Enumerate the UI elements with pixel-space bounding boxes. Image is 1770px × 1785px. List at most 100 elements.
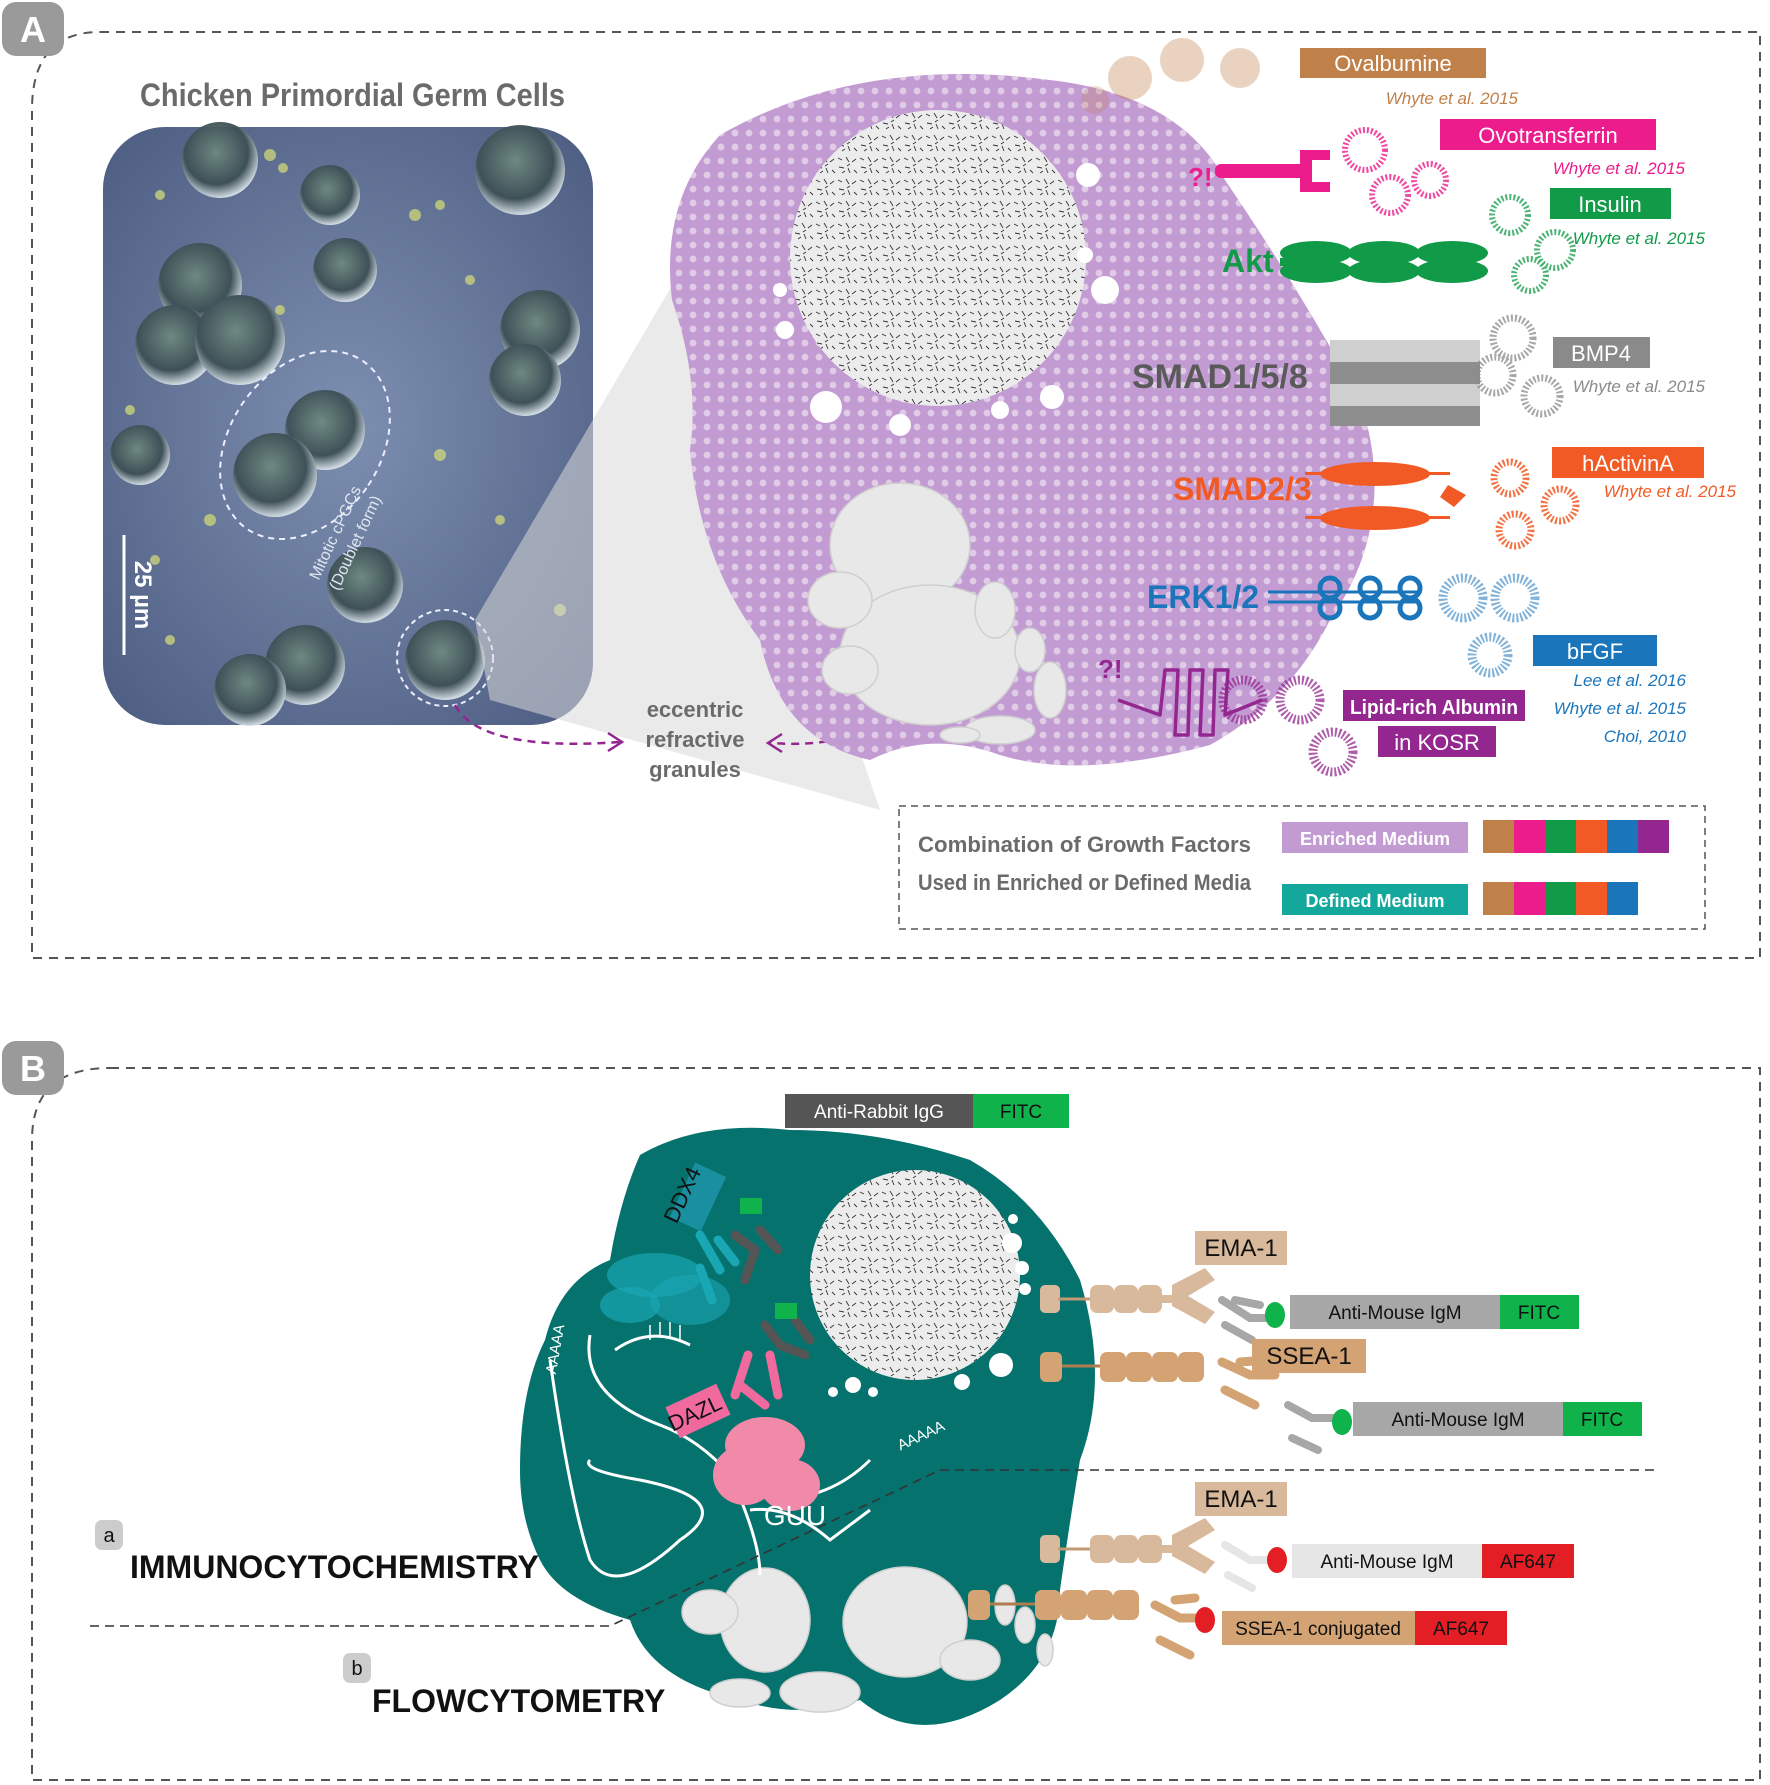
icc-row-2-antibody: Anti-Mouse IgM bbox=[1391, 1410, 1524, 1431]
insulin-ref: Whyte et al. 2015 bbox=[1573, 229, 1706, 248]
icc-row-1-antibody: Anti-Mouse IgM bbox=[1328, 1303, 1461, 1324]
legend-swatch bbox=[1483, 820, 1514, 853]
legend-swatch bbox=[1576, 882, 1607, 915]
bfgf-ref-2: Whyte et al. 2015 bbox=[1554, 699, 1687, 718]
panel-a: A Chicken Primordial Germ Cells bbox=[2, 2, 1761, 959]
insulin-receptor bbox=[1280, 241, 1488, 283]
panel-a-title: Chicken Primordial Germ Cells bbox=[140, 77, 565, 113]
ema1-receptor-flow bbox=[1040, 1518, 1287, 1592]
icc-row-1-antibody-box bbox=[1290, 1295, 1500, 1329]
bmp4-ref: Whyte et al. 2015 bbox=[1573, 377, 1706, 396]
bfgf-factor bbox=[1438, 573, 1540, 678]
ema1-top-label: EMA-1 bbox=[1204, 1235, 1277, 1262]
legend-swatch bbox=[1545, 820, 1576, 853]
ddx4-tag bbox=[669, 1162, 727, 1232]
ovalbumine-box bbox=[1300, 48, 1486, 78]
panel-b: B Anti-Rabbit IgG FITC bbox=[2, 1041, 1761, 1781]
granule-arrow-left bbox=[453, 704, 621, 745]
anti-rabbit-label: Anti-Rabbit IgG bbox=[814, 1102, 944, 1123]
ssea1-top-label: SSEA-1 bbox=[1266, 1343, 1351, 1370]
bfgf-label: bFGF bbox=[1567, 639, 1623, 664]
activin-factor bbox=[1490, 458, 1580, 550]
bfgf-ref-1: Lee et al. 2016 bbox=[1574, 671, 1687, 690]
media-legend: Combination of Growth Factors Used in En… bbox=[898, 805, 1706, 930]
legend-title-1: Combination of Growth Factors bbox=[918, 832, 1251, 857]
panel-b-label: B bbox=[20, 1048, 46, 1089]
ovotransferrin-box bbox=[1440, 119, 1656, 150]
legend-swatch bbox=[1483, 882, 1514, 915]
guu-label: GUU bbox=[764, 1500, 826, 1531]
enriched-medium-badge bbox=[1282, 822, 1468, 853]
flow-row-2-fluor-box bbox=[1415, 1611, 1507, 1645]
granules-label-1: eccentric bbox=[647, 697, 744, 722]
panel-a-label: A bbox=[20, 9, 46, 50]
lipid-label-1: Lipid-rich Albumin bbox=[1350, 697, 1518, 719]
bfgf-ref-3: Choi, 2010 bbox=[1604, 727, 1687, 746]
legend-swatch bbox=[1638, 820, 1669, 853]
anti-rabbit-fitc-label: FITC bbox=[1000, 1102, 1042, 1123]
flow-row-2-antibody: SSEA-1 conjugated bbox=[1235, 1619, 1401, 1640]
dazl-protein bbox=[713, 1417, 820, 1511]
lipid-label-2: in KOSR bbox=[1394, 730, 1480, 755]
icc-row-1-fluor: FITC bbox=[1518, 1303, 1560, 1324]
smad23-label: SMAD2/3 bbox=[1173, 471, 1312, 507]
icc-row-2-fluor-box bbox=[1563, 1402, 1642, 1436]
bfgf-box bbox=[1533, 635, 1657, 666]
method-divider bbox=[90, 1469, 1660, 1627]
lipid-box-2 bbox=[1378, 726, 1496, 757]
legend-swatch bbox=[1576, 820, 1607, 853]
ema1-top-box bbox=[1195, 1231, 1287, 1265]
anti-rabbit-fitc-box bbox=[973, 1094, 1069, 1128]
pgc-cell-b bbox=[520, 1127, 1095, 1725]
insulin-factor bbox=[1489, 194, 1576, 294]
ovalbumine-ref: Whyte et al. 2015 bbox=[1386, 89, 1519, 108]
flow-row-1-antibody-box bbox=[1292, 1544, 1482, 1578]
legend-swatch bbox=[1514, 882, 1545, 915]
panel-b-frame bbox=[31, 1067, 1761, 1781]
akt-label: Akt bbox=[1222, 243, 1274, 279]
ovotransferrin-factor bbox=[1342, 127, 1449, 216]
refractive-granules-b bbox=[681, 1566, 1054, 1713]
panel-a-badge bbox=[2, 2, 64, 56]
panel-b-badge bbox=[2, 1041, 64, 1095]
icc-row-2-antibody-box bbox=[1353, 1402, 1563, 1436]
bmp4-factor bbox=[1473, 314, 1564, 418]
hactivina-label: hActivinA bbox=[1582, 451, 1674, 476]
legend-swatch bbox=[1607, 882, 1638, 915]
unknown-receptor-2: ?! bbox=[1098, 654, 1123, 684]
granules-label-2: refractive bbox=[645, 727, 744, 752]
hactivina-ref: Whyte et al. 2015 bbox=[1604, 482, 1737, 501]
flow-row-1-fluor: AF647 bbox=[1500, 1552, 1556, 1573]
pgc-cell-a bbox=[670, 74, 1375, 766]
insulin-box bbox=[1550, 188, 1671, 219]
defined-medium-badge bbox=[1282, 884, 1468, 915]
legend-swatch bbox=[1514, 820, 1545, 853]
defined-swatches bbox=[1483, 882, 1638, 915]
ovalbumine-factor bbox=[1081, 38, 1260, 114]
ovalbumine-label: Ovalbumine bbox=[1334, 51, 1451, 76]
pgc-micrograph bbox=[103, 122, 593, 726]
ema1-bottom-box bbox=[1195, 1482, 1287, 1516]
panel-a-frame bbox=[31, 31, 1761, 959]
lipid-box-1 bbox=[1343, 690, 1525, 721]
ssea1-top-box bbox=[1252, 1339, 1366, 1373]
method-b-label: FLOWCYTOMETRY bbox=[372, 1683, 665, 1719]
ovotransferrin-receptor bbox=[1215, 150, 1330, 192]
unknown-receptor-1: ?! bbox=[1188, 162, 1213, 192]
ema1-bottom-label: EMA-1 bbox=[1204, 1486, 1277, 1513]
legend-title-2: Used in Enriched or Defined Media bbox=[918, 870, 1252, 895]
method-a-label: IMMUNOCYTOCHEMISTRY bbox=[130, 1549, 539, 1585]
bmp4-receptor bbox=[1330, 340, 1480, 426]
activin-receptor bbox=[1305, 462, 1466, 530]
fgf-receptor bbox=[1268, 575, 1423, 621]
scale-bar-label: 25 µm bbox=[129, 561, 156, 630]
ovotransferrin-ref: Whyte et al. 2015 bbox=[1553, 159, 1686, 178]
flow-row-2-fluor: AF647 bbox=[1433, 1619, 1489, 1640]
insulin-label: Insulin bbox=[1578, 192, 1642, 217]
flow-row-2-antibody-box bbox=[1222, 1611, 1415, 1645]
method-a-letter: a bbox=[103, 1525, 115, 1547]
legend-swatch bbox=[1545, 882, 1576, 915]
smad158-label: SMAD1/5/8 bbox=[1132, 358, 1308, 396]
nucleus-a bbox=[790, 110, 1086, 406]
